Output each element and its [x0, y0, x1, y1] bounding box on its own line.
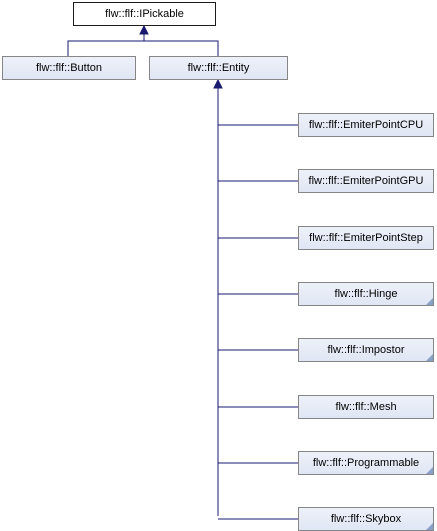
node-mesh[interactable]: flw::flf::Mesh — [298, 395, 434, 419]
node-emiterpointcpu[interactable]: flw::flf::EmiterPointCPU — [298, 113, 434, 137]
node-emiterpointgpu[interactable]: flw::flf::EmiterPointGPU — [298, 169, 434, 193]
node-skybox[interactable]: flw::flf::Skybox — [298, 507, 434, 531]
node-ipickable: flw::flf::IPickable — [73, 2, 216, 26]
node-impostor[interactable]: flw::flf::Impostor — [298, 338, 434, 362]
collapsed-marker-icon — [426, 298, 433, 305]
edge-button-to-ipickable — [67, 32, 145, 56]
node-hinge[interactable]: flw::flf::Hinge — [298, 282, 434, 306]
collapsed-marker-icon — [426, 523, 433, 530]
edge-entity-to-ipickable — [144, 40, 219, 56]
node-emiterpointstep[interactable]: flw::flf::EmiterPointStep — [298, 226, 434, 250]
arrowhead-ipickable — [139, 24, 149, 35]
arrowhead-entity — [213, 78, 223, 89]
node-programmable[interactable]: flw::flf::Programmable — [298, 451, 434, 475]
node-button[interactable]: flw::flf::Button — [2, 56, 136, 80]
collapsed-marker-icon — [426, 354, 433, 361]
collapsed-marker-icon — [426, 467, 433, 474]
node-entity[interactable]: flw::flf::Entity — [149, 56, 288, 80]
